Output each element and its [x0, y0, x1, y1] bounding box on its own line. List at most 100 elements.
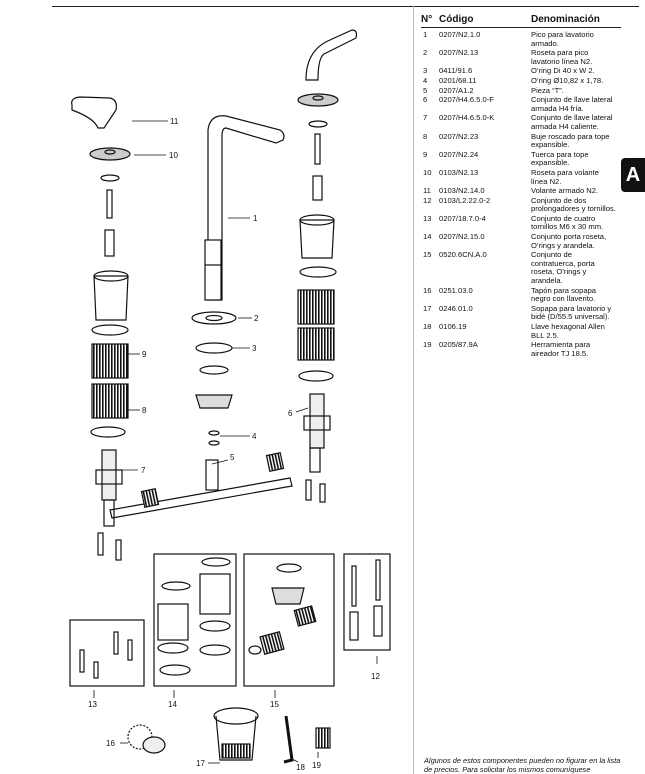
part-code: 0103/L2.22.0-2 — [439, 195, 491, 205]
part-code: 0103/N2.14.0 — [439, 186, 485, 196]
part-code: 0207/A1.2 — [439, 85, 474, 95]
part-code: 0207/N2.1.0 — [439, 30, 481, 39]
part-number: 10 — [423, 167, 432, 177]
part-code: 0207/N2.13 — [439, 48, 479, 58]
callout-6: 6 — [288, 409, 293, 418]
table-row: 7 0207/H4.6.5.0-K Conjunto de llave latera… — [421, 113, 621, 131]
exploded-diagram: 11 10 1 2 3 4 5 6 7 8 9 13 14 15 12 16 1… — [69, 29, 391, 772]
callout-15: 15 — [270, 700, 279, 709]
part-number: 15 — [423, 250, 432, 260]
part-description: O’ring Di 40 x W 2. — [531, 66, 595, 76]
part-description: Pico para lavatorio armado. — [531, 30, 594, 48]
part-description: Conjunto porta roseta, O’rings y arandel… — [531, 232, 607, 250]
callout-18: 18 — [296, 763, 305, 772]
part-number: 3 — [423, 66, 428, 76]
callout-1: 1 — [253, 214, 258, 223]
part-number: 9 — [423, 149, 428, 159]
part-number: 4 — [423, 75, 428, 85]
part-description: Conjunto de llave lateral armada H4 fría… — [531, 95, 613, 113]
table-row: 10 0103/N2.13 Roseta para volante línea N2… — [421, 167, 621, 186]
part-code: 0520.6CN.A.0 — [439, 250, 487, 260]
callout-13: 13 — [88, 700, 97, 709]
callout-2: 2 — [254, 314, 259, 323]
table-row: 13 0207/18.7.0-4 Conjunto de cuatro tornil… — [421, 213, 621, 232]
table-row: 5 0207/A1.2 Pieza “T”. — [421, 85, 621, 96]
part-number: 2 — [423, 48, 428, 58]
part-number: 13 — [423, 213, 432, 223]
part-code: 0103/N2.13 — [439, 167, 479, 177]
part-number: 5 — [423, 85, 428, 95]
part-code: 0106.19 — [439, 322, 467, 331]
part-code: 0411/91.6 — [439, 66, 473, 76]
part-code: 0207/N2.23 — [439, 131, 479, 141]
spout-part — [204, 115, 285, 301]
parts-table-header: N° Código Denominación — [421, 14, 621, 28]
table-row: 9 0207/N2.24 Tuerca para tope expansible. — [421, 149, 621, 168]
callout-5: 5 — [230, 453, 235, 462]
table-row: 17 0246.01.0 Sopapa para lavatorio y bidé … — [421, 303, 621, 322]
header-number: N° — [421, 14, 433, 25]
section-tab: A — [621, 158, 645, 192]
part-description: Roseta para pico lavatorio línea N2. — [531, 48, 593, 66]
callout-16: 16 — [106, 739, 115, 748]
table-row: 11 0103/N2.14.0 Volante armado N2. — [421, 186, 621, 196]
part-description: Conjunto de cuatro tornillos M6 x 30 mm. — [531, 213, 604, 232]
part-description: Buje roscado para tope expansible. — [531, 131, 610, 150]
part-code: 0207/N2.24 — [439, 149, 479, 159]
callout-17: 17 — [196, 759, 205, 768]
callout-3: 3 — [252, 344, 257, 353]
callout-9: 9 — [142, 350, 147, 359]
footnote: Algunos de estos componentes pueden no f… — [424, 756, 621, 774]
part-code: 0207/H4.6.5.0-F — [439, 95, 494, 105]
part-description: Conjunto de dos prolongadores y tornillo… — [531, 195, 616, 214]
part-description: Volante armado N2. — [531, 186, 599, 196]
part-number: 8 — [423, 131, 428, 141]
part-code: 0207/N2.15.0 — [439, 232, 485, 242]
part-number: 19 — [423, 340, 432, 350]
part-number: 12 — [423, 195, 432, 205]
top-rule — [52, 6, 639, 7]
part-description: Tuerca para tope expansible. — [531, 149, 589, 168]
part-code: 0246.01.0 — [439, 303, 473, 313]
part-code: 0207/18.7.0-4 — [439, 213, 486, 223]
callout-4: 4 — [252, 432, 257, 441]
part-number: 16 — [423, 285, 432, 295]
part-description: Herramienta para aireador TJ 18.5. — [531, 340, 591, 358]
table-row: 18 0106.19 Llave hexagonal Allen BLL 2.5. — [421, 322, 621, 340]
table-row: 8 0207/N2.23 Buje roscado para tope expans… — [421, 131, 621, 150]
callout-7: 7 — [141, 466, 146, 475]
header-code: Código — [439, 14, 474, 25]
part-code: 0201/68.11 — [439, 75, 477, 85]
part-code: 0207/H4.6.5.0-K — [439, 113, 495, 123]
part-description: Tapón para sopapa negro con llaverito. — [531, 285, 597, 304]
part-number: 17 — [423, 303, 432, 313]
column-divider — [413, 6, 414, 774]
callout-12: 12 — [371, 672, 380, 681]
part-description: Sopapa para lavatorio y bidé (D/55.5 uni… — [531, 303, 612, 322]
table-row: 19 0205/87.9A Herramienta para aireador TJ… — [421, 340, 621, 358]
part-number: 18 — [423, 322, 432, 331]
part-description: Pieza “T”. — [531, 85, 564, 95]
table-row: 3 0411/91.6 O’ring Di 40 x W 2. — [421, 67, 621, 76]
part-code: 0251.03.0 — [439, 285, 473, 295]
part-code: 0205/87.9A — [439, 340, 478, 350]
table-row: 12 0103/L2.22.0-2 Conjunto de dos prolonga… — [421, 195, 621, 214]
part-number: 7 — [423, 113, 428, 123]
callout-14: 14 — [168, 700, 177, 709]
callout-11: 11 — [170, 117, 179, 126]
part-description: Llave hexagonal Allen BLL 2.5. — [531, 322, 605, 340]
table-row: 16 0251.03.0 Tapón para sopapa negro con l… — [421, 285, 621, 304]
part-description: Roseta para volante línea N2. — [531, 167, 599, 186]
callout-10: 10 — [169, 151, 178, 160]
part-number: 11 — [423, 186, 431, 196]
table-row: 2 0207/N2.13 Roseta para pico lavatorio lí… — [421, 48, 621, 66]
callout-8: 8 — [142, 406, 147, 415]
part-description: Conjunto de llave lateral armada H4 cali… — [531, 113, 613, 131]
